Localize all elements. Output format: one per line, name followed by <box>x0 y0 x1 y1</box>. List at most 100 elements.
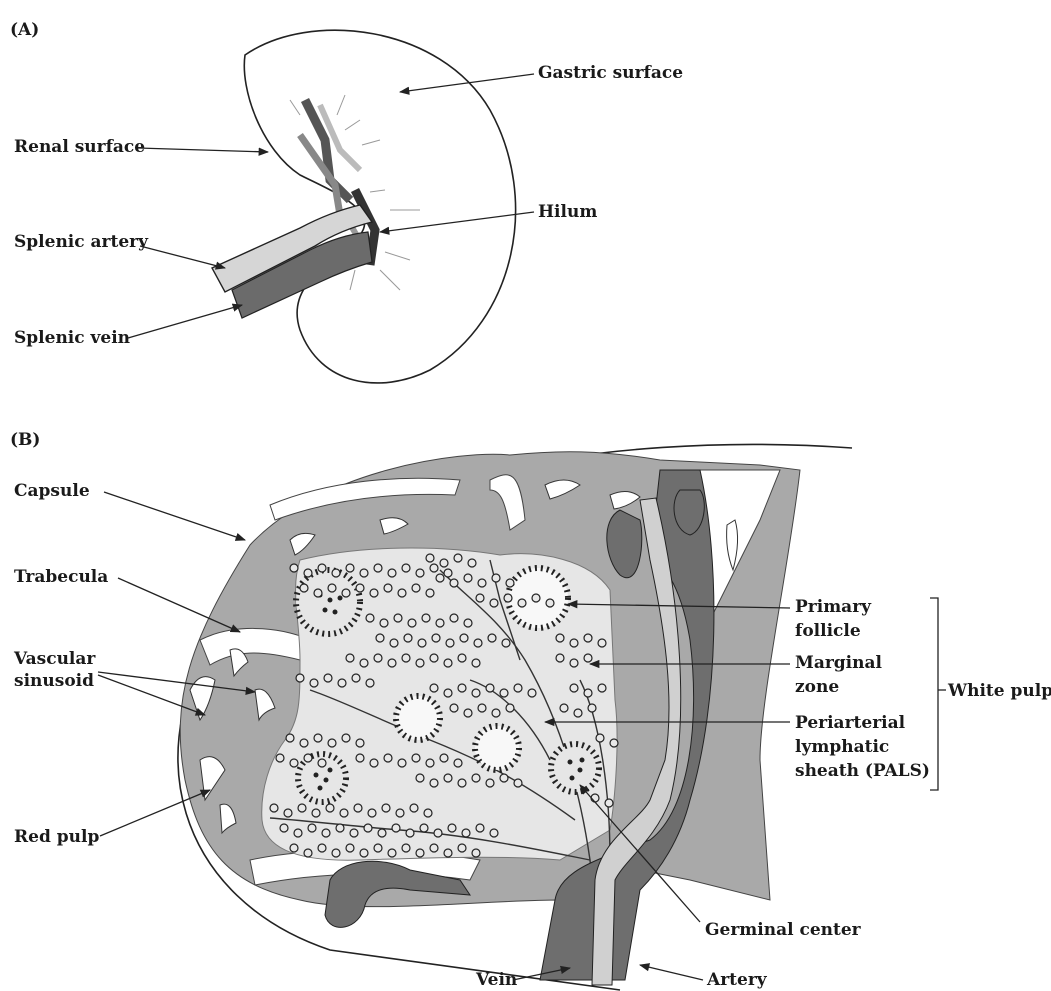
trabecula-label: Trabecula <box>14 567 108 587</box>
gastric-surface-label: Gastric surface <box>538 63 683 83</box>
panel-b-label: (B) <box>10 430 40 450</box>
pals-label-line2: lymphatic <box>795 737 889 757</box>
lymphocyte-cell <box>304 849 312 857</box>
lymphocyte-cell <box>418 639 426 647</box>
lymphocyte-cell <box>392 824 400 832</box>
vascular-sinusoid-label-line2: sinusoid <box>14 671 94 691</box>
lymphocyte-cell <box>468 559 476 567</box>
lymphocyte-cell <box>464 574 472 582</box>
lymphocyte-cell <box>322 829 330 837</box>
lymphocyte-cell <box>276 754 284 762</box>
lymphocyte-cell <box>426 589 434 597</box>
lymphocyte-cell <box>388 659 396 667</box>
lymphocyte-cell <box>472 689 480 697</box>
lymphocyte-cell <box>444 849 452 857</box>
lymphocyte-cell <box>462 829 470 837</box>
lymphocyte-cell <box>472 849 480 857</box>
lymphocyte-cell <box>376 634 384 642</box>
splenic-artery-label: Splenic artery <box>14 232 149 252</box>
lymphocyte-cell <box>352 674 360 682</box>
lymphocyte-cell <box>382 804 390 812</box>
lymphocyte-cell <box>444 774 452 782</box>
lymphocyte-cell <box>314 589 322 597</box>
lymphocyte-cell <box>356 754 364 762</box>
lymphocyte-cell <box>270 804 278 812</box>
lymphocyte-cell <box>300 739 308 747</box>
lymphocyte-cell <box>514 684 522 692</box>
lymphocyte-cell <box>478 579 486 587</box>
lymphocyte-cell <box>384 754 392 762</box>
lymphocyte-cell <box>412 754 420 762</box>
lymphocyte-cell <box>492 709 500 717</box>
lymphocyte-cell <box>374 844 382 852</box>
lymphocyte-cell <box>364 824 372 832</box>
lymphocyte-cell <box>436 619 444 627</box>
lymphocyte-cell <box>336 824 344 832</box>
lymphocyte-cell <box>340 809 348 817</box>
lymphocyte-cell <box>570 639 578 647</box>
red-pulp-label: Red pulp <box>14 827 99 847</box>
lymphocyte-cell <box>588 704 596 712</box>
panel-a: (A) Gastric surface Renal surface Hil <box>10 20 683 383</box>
lymphocyte-cell <box>396 809 404 817</box>
lymphocyte-cell <box>464 709 472 717</box>
lymphocyte-cell <box>426 759 434 767</box>
lymphocyte-cell <box>490 829 498 837</box>
lymphocyte-cell <box>318 844 326 852</box>
germinal-center-label: Germinal center <box>705 920 862 940</box>
lymphocyte-cell <box>326 804 334 812</box>
vein-label: Vein <box>475 970 517 990</box>
lymphocyte-cell <box>420 824 428 832</box>
lymphocyte-cell <box>390 639 398 647</box>
lymphocyte-cell <box>408 619 416 627</box>
lymphocyte-cell <box>304 569 312 577</box>
lymphocyte-cell <box>328 584 336 592</box>
capsule-label: Capsule <box>14 481 90 501</box>
lymphocyte-cell <box>458 779 466 787</box>
lymphocyte-cell <box>296 674 304 682</box>
lymphocyte-cell <box>528 689 536 697</box>
lymphocyte-cell <box>374 654 382 662</box>
lymphocyte-cell <box>290 564 298 572</box>
lymphocyte-cell <box>474 639 482 647</box>
lymphocyte-cell <box>328 739 336 747</box>
lymphocyte-cell <box>342 734 350 742</box>
lymphocyte-cell <box>454 554 462 562</box>
lymphocyte-cell <box>380 619 388 627</box>
lymphocyte-cell <box>454 759 462 767</box>
lymphocyte-cell <box>404 634 412 642</box>
lymphocyte-cell <box>360 849 368 857</box>
lymphocyte-cell <box>458 654 466 662</box>
primary-follicle-label-line1: Primary <box>795 597 872 617</box>
lymphocyte-cell <box>378 829 386 837</box>
lymphocyte-cell <box>388 849 396 857</box>
lymphocyte-cell <box>486 684 494 692</box>
lymphocyte-cell <box>610 739 618 747</box>
lymphocyte-cell <box>464 619 472 627</box>
lymphocyte-cell <box>402 564 410 572</box>
lymphocyte-cell <box>574 709 582 717</box>
marginal-zone-label-line1: Marginal <box>795 653 883 673</box>
lymphocyte-cell <box>298 804 306 812</box>
lymphocyte-cell <box>432 634 440 642</box>
lymphocyte-cell <box>478 704 486 712</box>
lymphocyte-cell <box>312 809 320 817</box>
lymphocyte-cell <box>556 654 564 662</box>
lymphocyte-cell <box>450 704 458 712</box>
lymphocyte-cell <box>290 844 298 852</box>
lymphocyte-cell <box>500 774 508 782</box>
vascular-sinusoid-label-line1: Vascular <box>13 649 96 669</box>
lymphocyte-cell <box>354 804 362 812</box>
lymphocyte-cell <box>500 689 508 697</box>
lymphocyte-cell <box>430 684 438 692</box>
lymphocyte-cell <box>584 689 592 697</box>
lymphocyte-cell <box>560 704 568 712</box>
lymphocyte-cell <box>458 684 466 692</box>
lymphocyte-cell <box>370 589 378 597</box>
primary-follicle-label-line2: follicle <box>795 621 861 641</box>
lymphocyte-cell <box>324 674 332 682</box>
lymphocyte-cell <box>518 599 526 607</box>
lymphocyte-cell <box>416 569 424 577</box>
lymphocyte-cell <box>426 554 434 562</box>
lymphocyte-cell <box>444 659 452 667</box>
